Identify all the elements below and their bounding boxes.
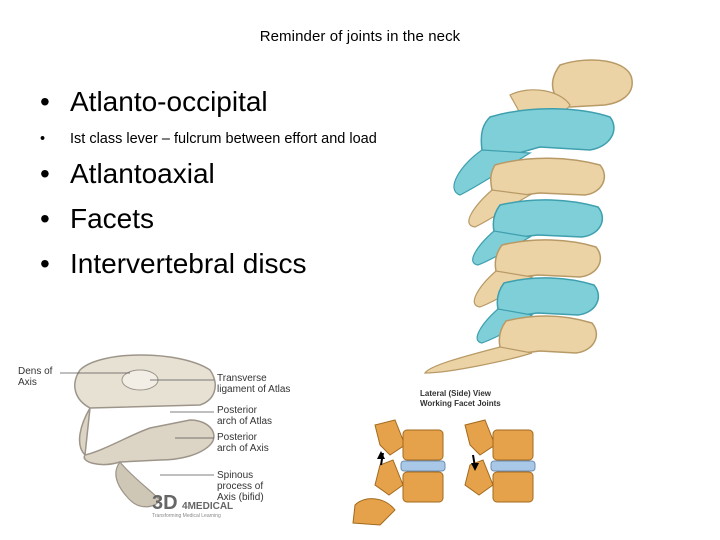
- facet-pair-right: [464, 419, 536, 503]
- label-dens-of-axis: Dens of Axis: [18, 366, 53, 388]
- label-posterior-arch-axis: Posterior arch of Axis: [217, 432, 269, 454]
- bullet-text: Atlantoaxial: [70, 158, 215, 189]
- facet-title-line1: Lateral (Side) View: [420, 389, 491, 398]
- bullet-text: Ist class lever – fulcrum between effort…: [70, 131, 377, 147]
- bullet-marker: •: [40, 158, 50, 189]
- vertebra-c7: [423, 315, 597, 374]
- bullet-marker: •: [40, 203, 50, 234]
- atlas-axis-image: [74, 354, 216, 508]
- facet-joints-image: [352, 419, 536, 526]
- facet-pair-left: [352, 419, 446, 526]
- label-transverse-ligament: Transverse ligament of Atlas: [217, 373, 291, 395]
- bullet-marker: •: [40, 86, 50, 117]
- bullet-text: Atlanto-occipital: [70, 86, 268, 117]
- bullet-text: Facets: [70, 203, 155, 234]
- label-posterior-arch-atlas: Posterior arch of Atlas: [217, 405, 273, 427]
- label-spinous-process: Spinous process of Axis (bifid): [217, 470, 264, 503]
- cervical-spine-image: [423, 59, 633, 374]
- bullet-text: Intervertebral discs: [70, 248, 307, 279]
- bullet-marker: •: [40, 131, 46, 147]
- bullet-marker: •: [40, 248, 50, 279]
- slide-title: Reminder of joints in the neck: [259, 28, 461, 45]
- vertebra-c4: [472, 199, 603, 266]
- facet-title-line2: Working Facet Joints: [420, 399, 501, 408]
- facet-joints-panel: Lateral (Side) View Working Facet Joints: [345, 375, 560, 535]
- 3d4medical-logo: 3D 4MEDICAL Transforming Medical Learnin…: [152, 492, 234, 519]
